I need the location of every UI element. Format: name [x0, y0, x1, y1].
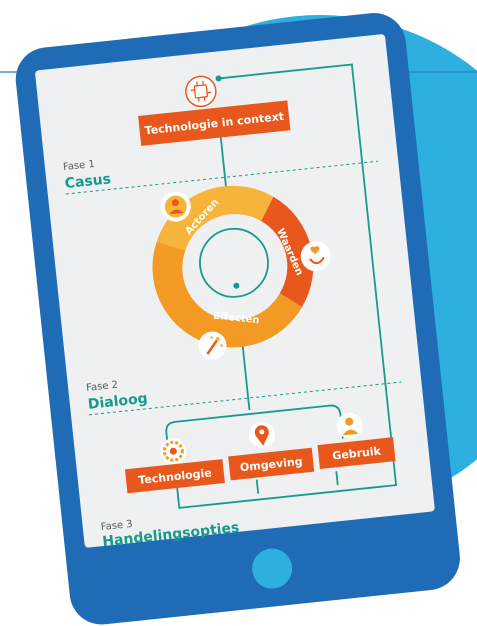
option-technologie[interactable]: Technologie	[122, 433, 225, 494]
tablet-screen	[35, 34, 435, 548]
ring-segment-effecten[interactable]	[149, 227, 305, 355]
magic-wand-icon	[198, 331, 227, 360]
option-gebruik-rect	[317, 437, 396, 469]
phase2-title: Dialoog	[87, 391, 148, 413]
top-box[interactable]: Technologie in context	[135, 68, 291, 146]
top-box-rect	[138, 100, 291, 146]
circuit-icon	[190, 81, 212, 102]
hand-heart-icon	[300, 241, 331, 272]
ring-label-effecten: Effecten	[213, 311, 260, 327]
connector-dot-ring	[233, 282, 240, 289]
phase2-label: Fase 2	[86, 380, 119, 394]
phase3-label: Fase 3	[100, 519, 133, 533]
phase1-divider	[65, 160, 379, 195]
option-gebruik[interactable]: Gebruik	[314, 408, 396, 469]
option-omgeving[interactable]: Omgeving	[225, 417, 315, 481]
option-omgeving-rect	[228, 447, 315, 481]
phase1-label: Fase 1	[63, 159, 96, 173]
phase2: Fase 2 Dialoog	[86, 380, 402, 416]
user-icon	[336, 412, 363, 439]
tablet-home-button[interactable]	[250, 547, 294, 591]
gear-icon	[160, 438, 187, 465]
ring-inner-line	[199, 227, 269, 298]
top-icon-circle	[185, 75, 217, 108]
phase1-title: Casus	[64, 171, 112, 192]
connector-options-bottom	[176, 471, 339, 503]
ring-diagram: Actoren Waarden Effecten	[149, 185, 331, 360]
people-icon	[160, 191, 191, 222]
ring-segment-waarden[interactable]	[259, 193, 318, 310]
phase1: Fase 1 Casus	[63, 159, 379, 195]
phase2-divider	[89, 381, 402, 416]
option-gebruik-label: Gebruik	[332, 444, 382, 462]
tablet: Technologie in context Fase 1 Casus Acto…	[15, 13, 460, 625]
location-pin-icon	[249, 421, 276, 448]
option-technologie-rect	[124, 459, 225, 494]
connector-right-loop	[176, 63, 398, 509]
connector-dot-top	[215, 75, 222, 82]
connector-options-top	[165, 404, 344, 457]
